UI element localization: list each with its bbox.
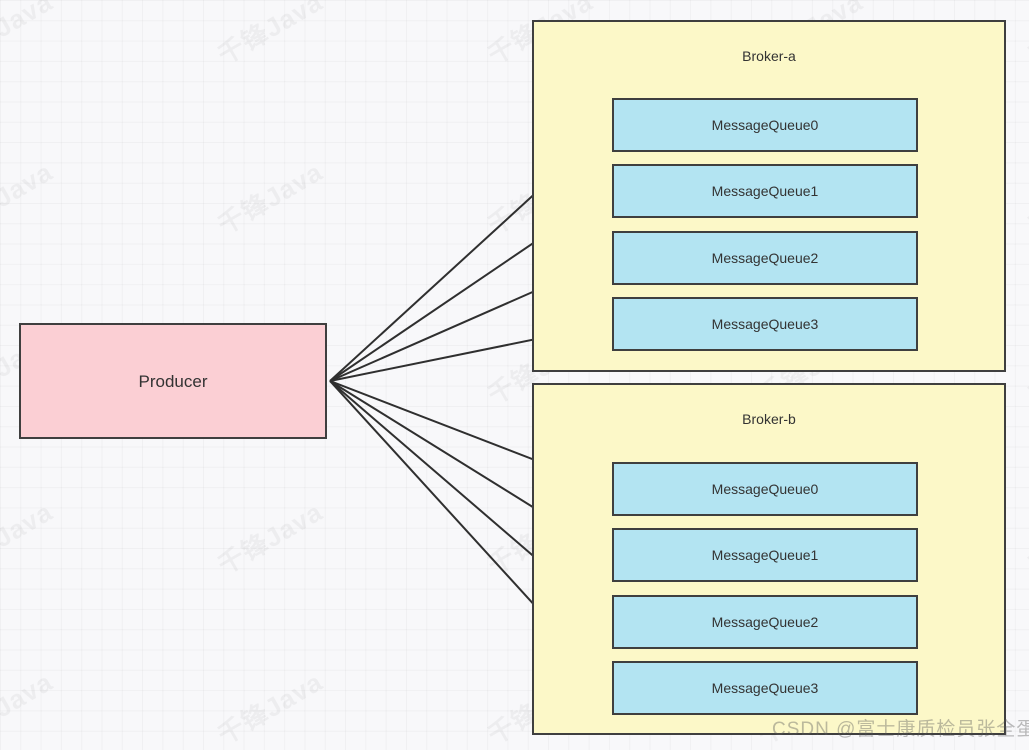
tile-watermark: 千锋Java [210,492,329,582]
message-queue-node[interactable]: MessageQueue3 [612,661,918,715]
tile-watermark: 千锋Java [210,152,329,242]
tile-watermark: 千锋Java [0,662,59,750]
csdn-credit-watermark: CSDN @富士康质检员张全蛋 [772,719,1029,740]
broker-label: Broker-b [742,411,796,427]
message-queue-label: MessageQueue2 [711,614,819,630]
message-queue-node[interactable]: MessageQueue0 [612,462,918,516]
tile-watermark: 千锋Java [1020,152,1029,242]
message-queue-node[interactable]: MessageQueue1 [612,528,918,582]
tile-watermark: 千锋Java [0,492,59,582]
tile-watermark: 千锋Java [1020,0,1029,72]
producer-node[interactable]: Producer [19,323,327,439]
producer-label: Producer [138,371,208,391]
tile-watermark: 千锋Java [0,0,59,72]
message-queue-node[interactable]: MessageQueue2 [612,231,918,285]
tile-watermark: 千锋Java [210,662,329,750]
message-queue-node[interactable]: MessageQueue0 [612,98,918,152]
message-queue-label: MessageQueue3 [711,316,819,332]
message-queue-node[interactable]: MessageQueue1 [612,164,918,218]
message-queue-node[interactable]: MessageQueue2 [612,595,918,649]
tile-watermark: 千锋Java [0,152,59,242]
broker-label: Broker-a [742,48,796,64]
message-queue-label: MessageQueue1 [711,547,819,563]
message-queue-label: MessageQueue0 [711,481,819,497]
tile-watermark: 千锋Java [1020,492,1029,582]
message-queue-label: MessageQueue0 [711,117,819,133]
message-queue-node[interactable]: MessageQueue3 [612,297,918,351]
message-queue-label: MessageQueue1 [711,183,819,199]
message-queue-label: MessageQueue2 [711,250,819,266]
tile-watermark: 千锋Java [210,0,329,72]
message-queue-label: MessageQueue3 [711,680,819,696]
tile-watermark: 千锋Java [1020,322,1029,412]
